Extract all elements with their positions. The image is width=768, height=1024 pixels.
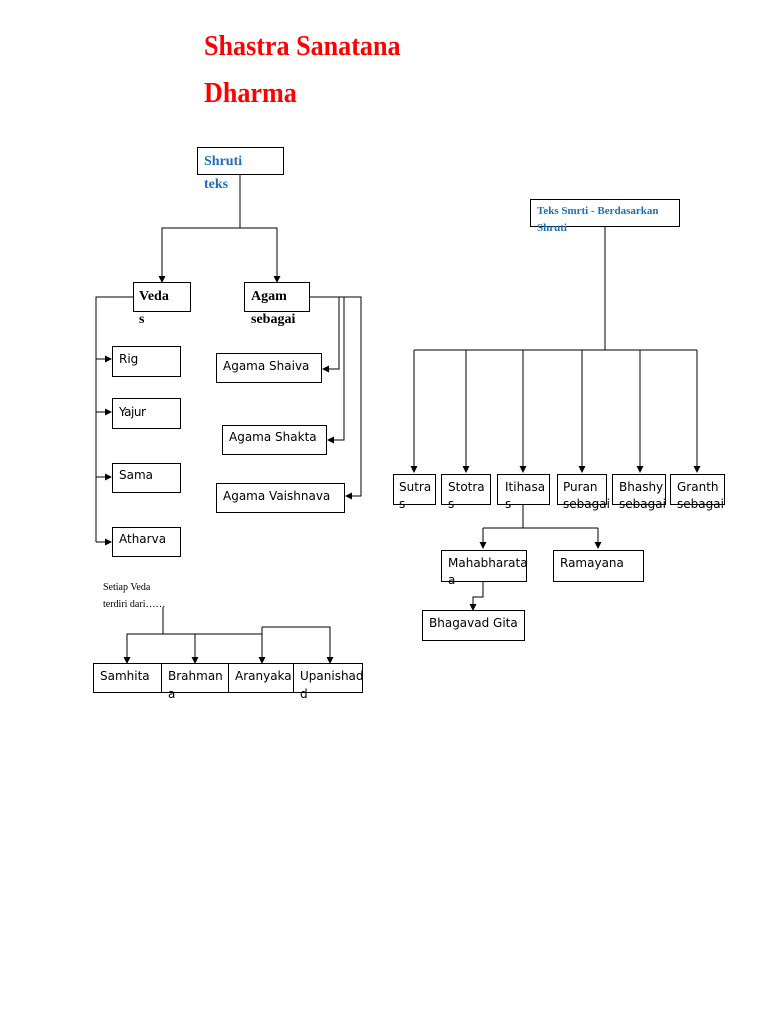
veda-part-aranyaka-label: Aranyaka xyxy=(235,669,292,683)
bhagavad-gita-box xyxy=(422,610,525,641)
smrti-item-bhashy-label-2: sebagai xyxy=(619,497,666,511)
vedas-label-line-1: Veda xyxy=(139,289,169,304)
veda-item-yajur-label: Yajur xyxy=(119,405,146,419)
itihasa-item-ramayana-label: Ramayana xyxy=(560,556,624,570)
veda-note-line-1: Setiap Veda xyxy=(103,582,151,593)
smrti-label-line-2: Shruti xyxy=(537,222,567,234)
smrti-item-sutras xyxy=(393,474,436,505)
veda-part-aranyaka xyxy=(228,663,294,693)
shruti-label-line-2: teks xyxy=(204,177,229,192)
smrti-item-granth-label-2: sebagai xyxy=(677,497,724,511)
smrti-item-bhashy xyxy=(612,474,666,505)
veda-part-brahmana-label: Brahman xyxy=(168,669,223,683)
agama-item-shakta-label: Agama Shakta xyxy=(229,430,317,444)
smrti-item-itihasas xyxy=(497,474,550,505)
veda-item-sama xyxy=(112,463,181,493)
veda-part-brahmana-label-2: a xyxy=(168,687,176,701)
veda-part-samhita xyxy=(93,663,162,693)
agama-item-shaiva xyxy=(216,353,322,383)
veda-item-yajur xyxy=(112,398,181,429)
veda-item-atharva-label: Atharva xyxy=(119,532,167,546)
veda-part-upanishad-label: Upanishad xyxy=(300,669,364,683)
veda-item-rig-label: Rig xyxy=(119,352,139,366)
smrti-box xyxy=(530,199,680,227)
smrti-label-line-1: Teks Smrti - Berdasarkan xyxy=(537,205,659,217)
veda-item-rig xyxy=(112,346,181,377)
smrti-item-stotras-label-2: s xyxy=(448,497,455,511)
smrti-item-itihasas-label: Itihasa xyxy=(505,480,546,494)
smrti-item-bhashy-label: Bhashy xyxy=(619,480,664,494)
bhagavad-gita-label: Bhagavad Gita xyxy=(429,616,518,630)
smrti-item-itihasas-label-2: s xyxy=(505,497,512,511)
itihasa-item-mahabharata xyxy=(441,550,527,582)
smrti-item-puran xyxy=(557,474,607,505)
vedas-box xyxy=(133,282,191,312)
smrti-item-stotras xyxy=(441,474,491,505)
smrti-item-granth xyxy=(670,474,725,505)
page-title-line-2: Dharma xyxy=(204,77,297,109)
itihasa-item-mahabharata-label: Mahabharata xyxy=(448,556,528,570)
veda-part-brahmana xyxy=(161,663,229,693)
agama-item-shakta xyxy=(222,425,327,455)
smrti-item-sutras-label-2: s xyxy=(399,497,406,511)
veda-item-atharva xyxy=(112,527,181,557)
agam-label-line-1: Agam xyxy=(251,289,287,304)
itihasa-item-mahabharata-label-2: a xyxy=(448,573,456,587)
shruti-label-line-1: Shruti xyxy=(204,154,243,169)
veda-note-line-2: terdiri dari…… xyxy=(103,599,166,610)
smrti-item-stotras-label: Stotra xyxy=(448,480,485,494)
smrti-item-sutras-label: Sutra xyxy=(399,480,432,494)
agama-item-shaiva-label: Agama Shaiva xyxy=(223,359,310,373)
page-title-line-1: Shastra Sanatana xyxy=(204,30,401,62)
veda-part-upanishad-label-2: d xyxy=(300,687,308,701)
agama-item-vaishnava-label: Agama Vaishnava xyxy=(223,489,331,503)
veda-part-upanishad xyxy=(293,663,363,693)
agam-box xyxy=(244,282,310,312)
agam-label-line-2: sebagai xyxy=(251,312,296,327)
veda-part-samhita-label: Samhita xyxy=(100,669,150,683)
shruti-box xyxy=(197,147,284,175)
agama-item-vaishnava xyxy=(216,483,345,513)
itihasa-item-ramayana xyxy=(553,550,644,582)
smrti-item-granth-label: Granth xyxy=(677,480,719,494)
smrti-item-puran-label: Puran xyxy=(563,480,598,494)
smrti-item-puran-label-2: sebagai xyxy=(563,497,610,511)
veda-item-sama-label: Sama xyxy=(119,468,154,482)
vedas-label-line-2: s xyxy=(139,312,145,327)
